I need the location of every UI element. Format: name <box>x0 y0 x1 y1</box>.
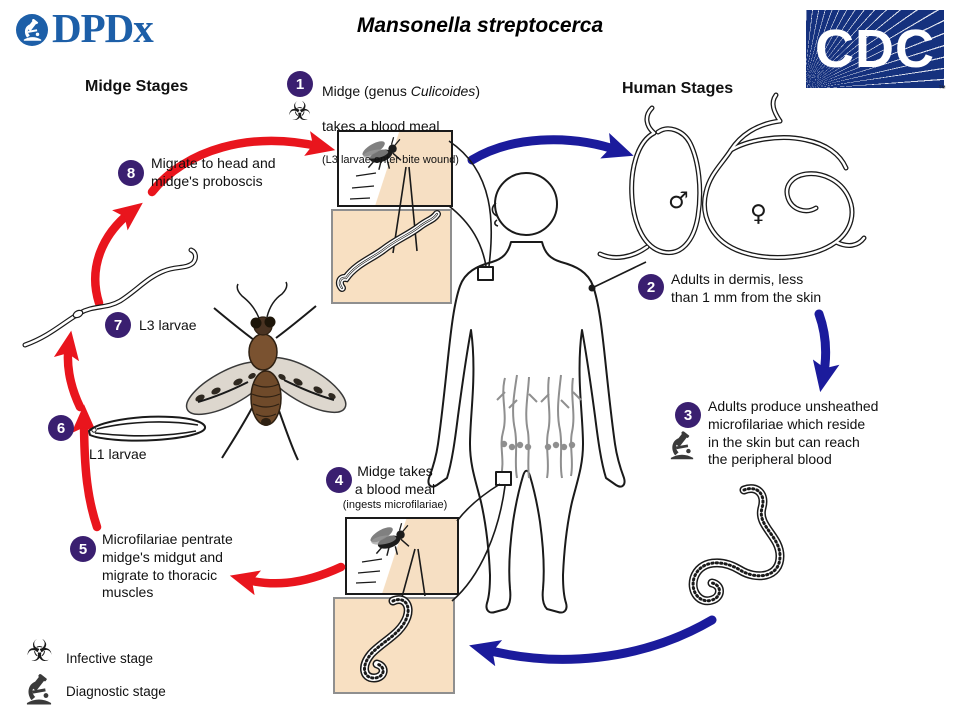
microscope-icon <box>670 431 694 465</box>
red-arrow-stage7-to-stage8 <box>91 202 143 308</box>
microfilaria-illustration <box>688 484 785 606</box>
blue-arrow-stage1-to-adults <box>467 132 634 165</box>
biohazard-icon: ☣ <box>288 97 312 127</box>
stage-7-label: L3 larvae <box>139 317 197 333</box>
stage-4-text: Midge takes a blood meal (ingests microf… <box>342 463 448 511</box>
stage-1-marker: 1 <box>287 71 313 97</box>
dpdx-logo-text: DPDx <box>52 5 154 51</box>
stage-5-text: Microfilariae pentrate midge's midgut an… <box>102 531 233 601</box>
l1-larvae-illustration <box>88 415 206 442</box>
human-stages-heading: Human Stages <box>622 80 734 97</box>
male-symbol: ♂ <box>668 188 689 214</box>
thigh-site-marker <box>495 471 512 486</box>
stage-8-marker: 8 <box>118 160 144 186</box>
page-title: Mansonella streptocerca <box>356 14 604 37</box>
cdc-trademark: ™ <box>938 84 946 93</box>
stage4-midge-bite-photo-frame <box>345 517 459 595</box>
cdc-logo-text: CDC <box>815 19 935 79</box>
stage-2-marker: 2 <box>638 274 664 300</box>
stage1-l3-larva-inset <box>331 209 452 304</box>
dpdx-logo <box>16 14 48 46</box>
stage-6-marker: 6 <box>48 415 74 441</box>
red-arrow-stage4-to-stage5 <box>229 562 346 596</box>
biohazard-icon: ☣ <box>26 634 53 669</box>
stage-3-text: Adults produce unsheathed microfilariae … <box>708 398 879 468</box>
shoulder-site-marker <box>477 266 494 281</box>
stage-1-text: Midge (genus Culicoides) takes a blood m… <box>322 82 480 166</box>
stage4-microfilaria-inset <box>333 597 455 694</box>
blue-arrow-stage2-to-stage3 <box>812 309 840 393</box>
lymphatic-vessels <box>496 374 582 479</box>
microscope-icon <box>26 674 52 710</box>
stage-7-marker: 7 <box>105 312 131 338</box>
stage-3-marker: 3 <box>675 402 701 428</box>
legend-diagnostic-label: Diagnostic stage <box>66 684 166 699</box>
midge-stages-heading: Midge Stages <box>85 78 189 95</box>
legend-infective-label: Infective stage <box>66 651 154 666</box>
blue-arrow-stage3-to-stage4 <box>469 615 717 667</box>
stage-4-marker: 4 <box>326 467 352 493</box>
stage-6-label: L1 larvae <box>89 446 147 462</box>
red-arrow-stage5-to-stage6 <box>71 404 102 532</box>
stage-2-text: Adults in dermis, less than 1 mm from th… <box>671 271 822 305</box>
stage-5-marker: 5 <box>70 536 96 562</box>
cdc-logo: CDC <box>806 10 944 88</box>
stage-8-text: Migrate to head and midge's proboscis <box>151 155 276 189</box>
midge-fly-illustration <box>185 281 347 461</box>
red-arrow-stage6-to-stage7 <box>53 330 85 412</box>
adult-worms-illustration <box>597 92 867 260</box>
microscope-icon <box>23 19 42 41</box>
female-symbol: ♀ <box>750 201 767 227</box>
